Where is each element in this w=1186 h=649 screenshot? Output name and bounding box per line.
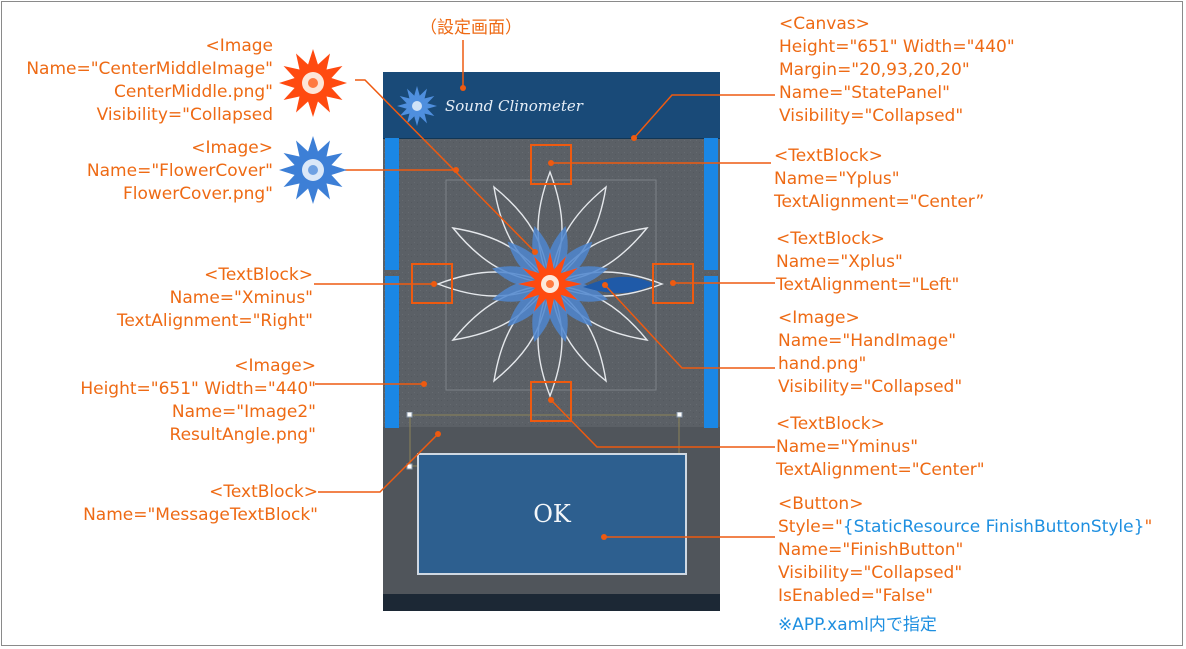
- xminus-annotation: <TextBlock> Name="Xminus" TextAlignment=…: [116, 265, 313, 331]
- left-side-bar-bottom: [385, 276, 399, 428]
- hand-image-annotation: <Image> Name="HandImage" hand.png" Visib…: [778, 308, 963, 397]
- yminus-highlight: [530, 381, 572, 422]
- clinometer-dial: [436, 170, 664, 398]
- canvas-annotation: <Canvas> Height="651" Width="440" Margin…: [779, 14, 1015, 126]
- app-header: Sound Clinometer: [383, 72, 720, 139]
- finish-button-annotation: <Button> Style="{StaticResource FinishBu…: [778, 494, 1153, 635]
- yplus-highlight: [530, 144, 572, 185]
- image2-annotation: <Image> Height="651" Width="440" Name="I…: [80, 356, 316, 445]
- right-side-bar-top: [704, 138, 718, 270]
- app-title: Sound Clinometer: [445, 97, 583, 115]
- left-side-bar-top: [385, 138, 399, 270]
- center-star: [518, 252, 582, 316]
- phone-screen: Sound Clinometer: [383, 72, 720, 611]
- hand-needle: [583, 276, 655, 294]
- phone-bottom-bar: [383, 594, 720, 611]
- flower-cover-sample-icon: [279, 136, 347, 204]
- yplus-annotation: <TextBlock> Name="Yplus" TextAlignment="…: [774, 146, 985, 212]
- xplus-annotation: <TextBlock> Name="Xplus" TextAlignment="…: [776, 229, 960, 295]
- ok-button[interactable]: OK: [417, 453, 687, 575]
- yminus-annotation: <TextBlock> Name="Yminus" TextAlignment=…: [776, 414, 985, 480]
- screen-title: （設定画面）: [420, 18, 522, 38]
- right-side-bar-bottom: [704, 276, 718, 428]
- center-middle-sample-icon: [279, 49, 347, 117]
- app-xaml-note: ※APP.xaml内で指定: [778, 615, 937, 635]
- center-middle-image-annotation: <Image Name="CenterMiddleImage" CenterMi…: [26, 36, 273, 125]
- dial-frame: [445, 179, 657, 391]
- flower-cover-annotation: <Image> Name="FlowerCover" FlowerCover.p…: [86, 138, 273, 204]
- logo-flower-icon: [397, 86, 437, 126]
- message-textblock-annotation: <TextBlock> Name="MessageTextBlock": [83, 482, 318, 525]
